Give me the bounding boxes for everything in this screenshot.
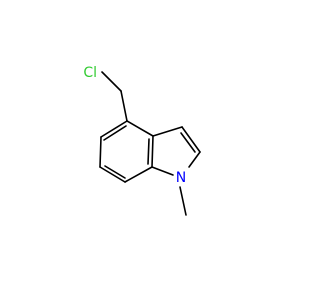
bond-c3a-c3: [152, 126, 183, 137]
bond-c7a-c3a-inner: [147, 138, 150, 165]
bond-c6-c7-inner: [104, 165, 126, 179]
atom-labels: Cl N: [83, 65, 186, 186]
bond-ch2-c4: [120, 90, 128, 122]
atom-label-cl: Cl: [83, 65, 97, 81]
bond-c3a-c4: [126, 120, 154, 137]
bond-c5-c6: [99, 136, 102, 168]
atom-label-n: N: [176, 170, 186, 186]
bond-cl-ch2: [101, 71, 122, 92]
bond-c4-c5: [100, 120, 128, 138]
bond-c3-c2-inner: [180, 132, 196, 153]
structure-diagram: Cl N: [83, 65, 201, 216]
bond-n1-methyl: [179, 186, 187, 216]
bond-c6-c7: [99, 166, 126, 183]
bonds: [99, 71, 201, 216]
bond-c3-c2: [181, 126, 201, 153]
molecule-canvas: Cl N: [83, 65, 201, 216]
bond-c4-c5-inner: [103, 125, 127, 141]
bond-c7-c7a: [124, 166, 153, 183]
bond-n1-c7a: [151, 166, 174, 176]
bond-c7a-c3a: [151, 135, 154, 168]
bond-c2-n1: [188, 151, 201, 168]
